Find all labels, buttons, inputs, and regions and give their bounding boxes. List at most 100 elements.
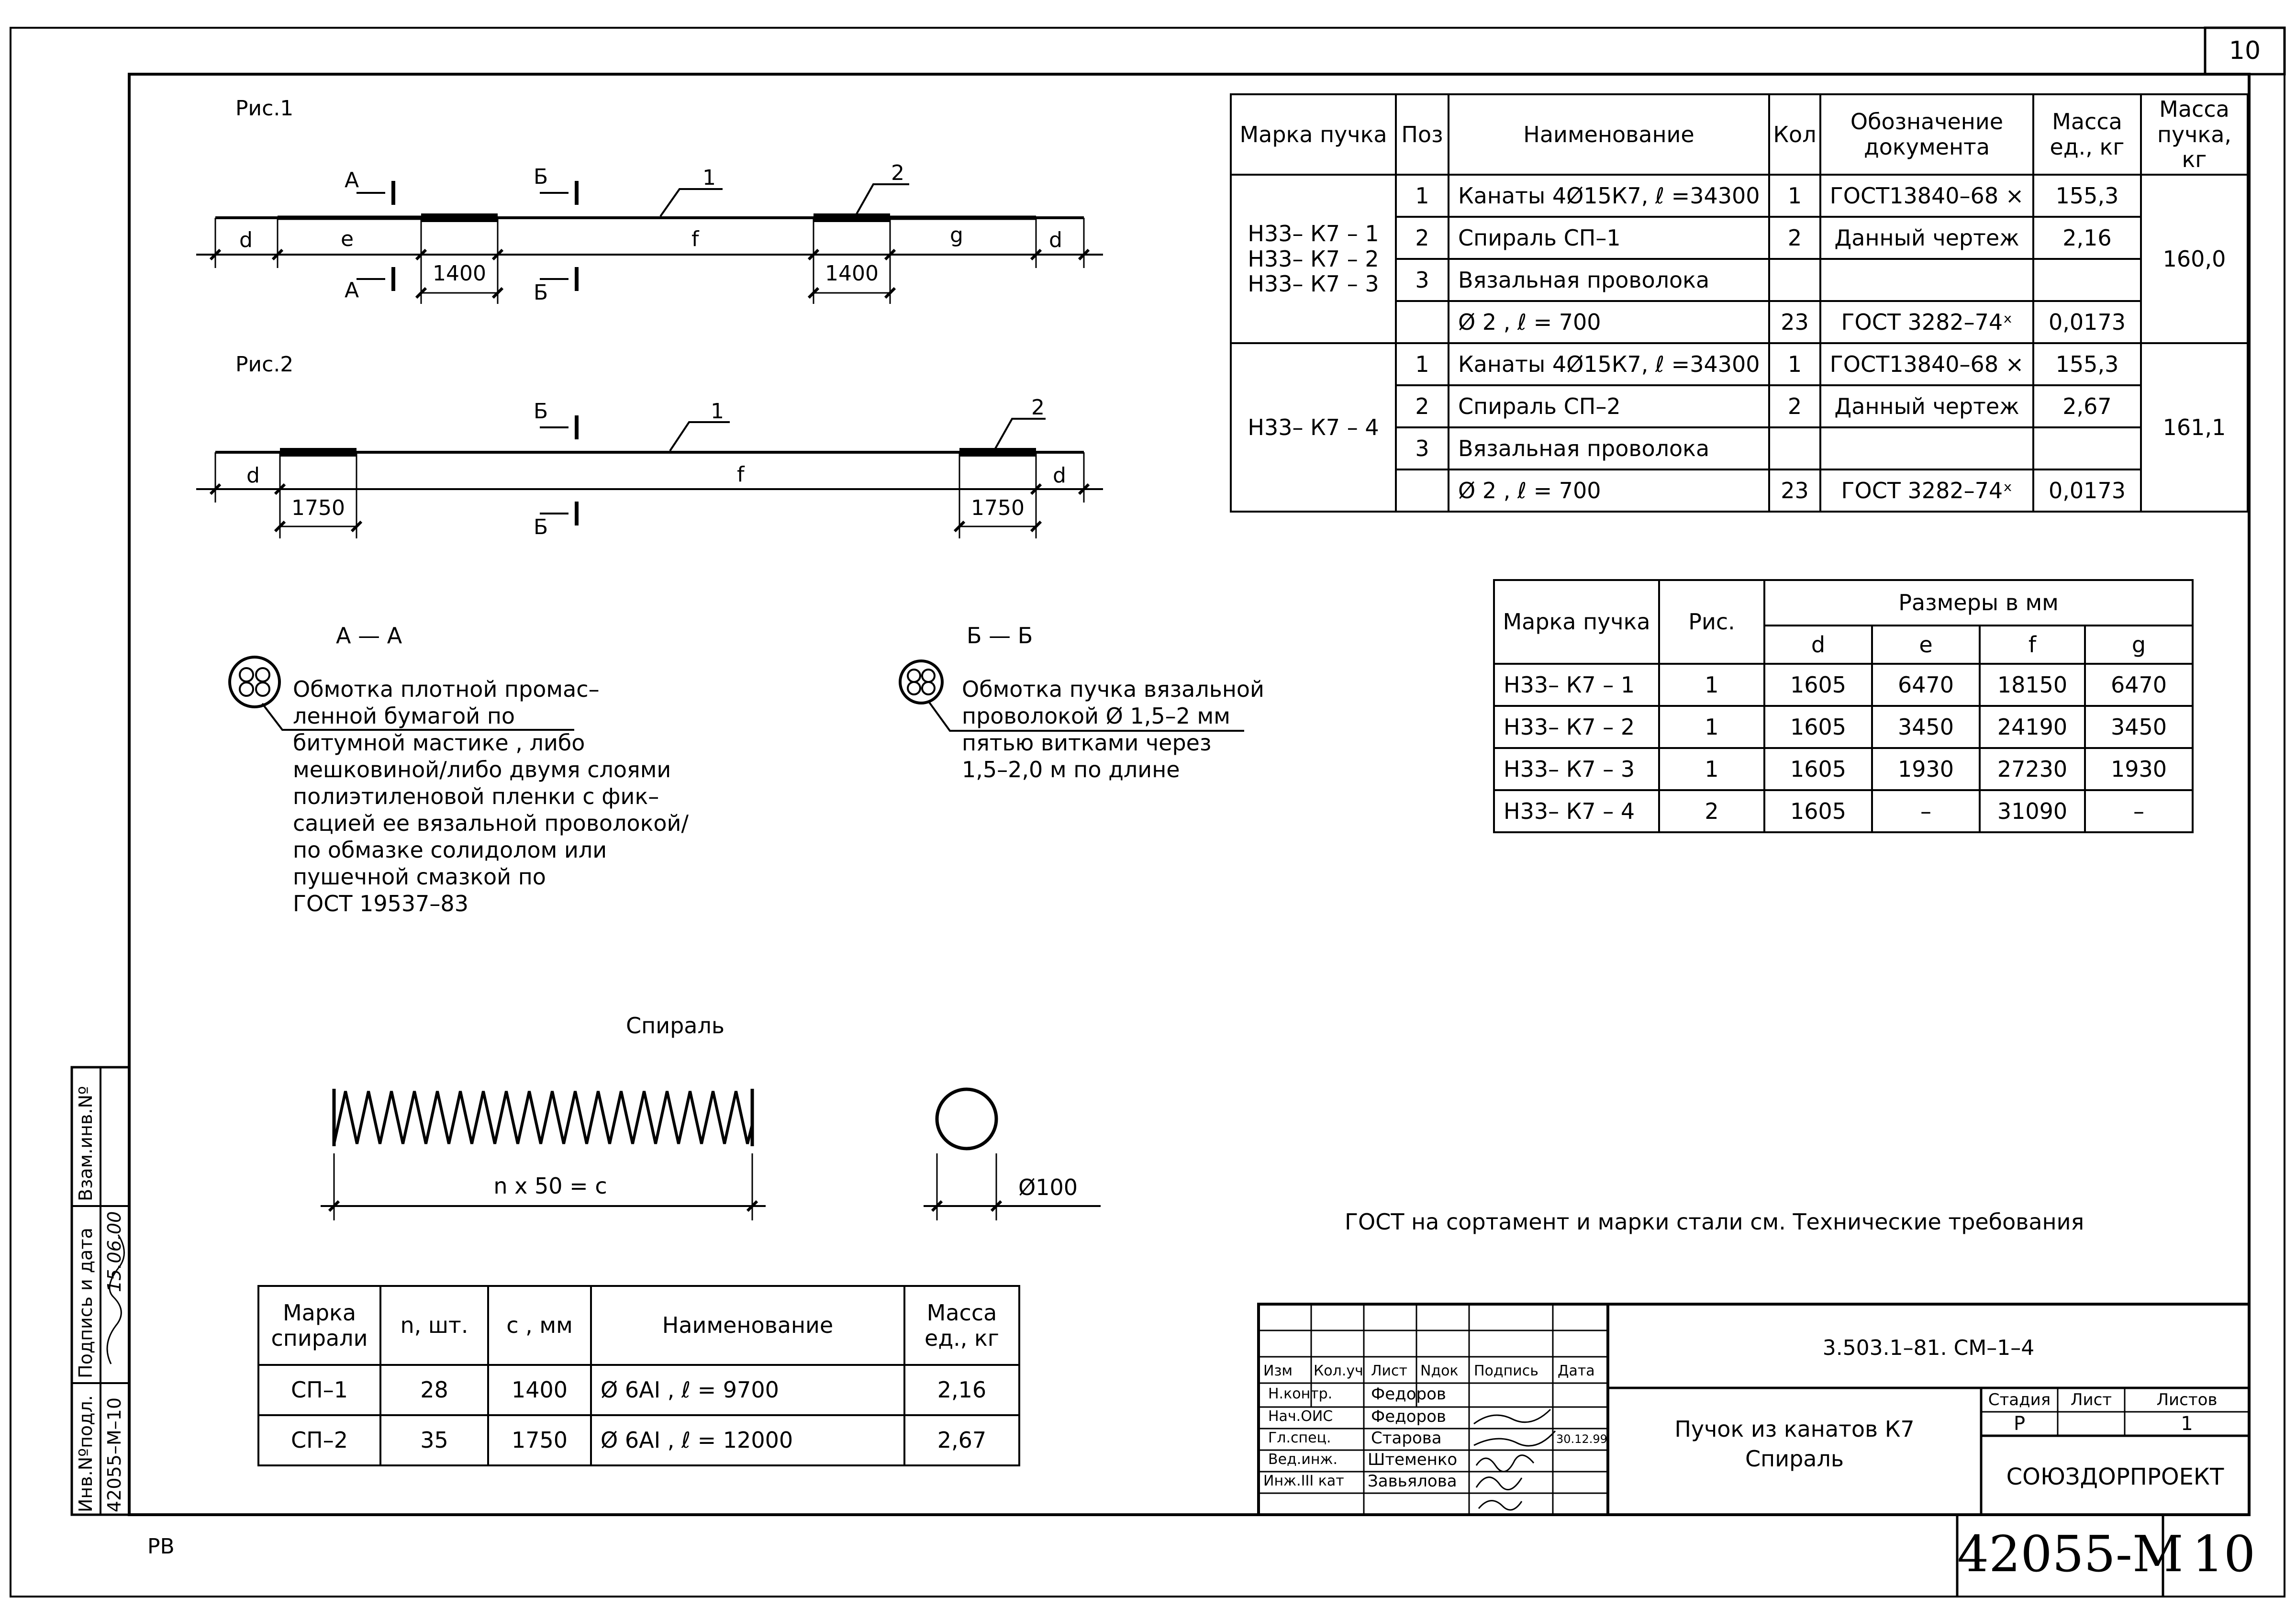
dims-cell-g: 3450 [2084, 705, 2194, 749]
cell-unit-mass [2032, 258, 2142, 302]
dims-th-group: Размеры в мм [1763, 579, 2194, 626]
dims-cell-e: 3450 [1871, 705, 1981, 749]
dims-cell-d: 1605 [1763, 705, 1873, 749]
tb-col-date: Дата [1558, 1363, 1595, 1379]
fig2-section-b-bottom: Б [534, 515, 548, 539]
fig2-dim-d-right: d [1053, 463, 1066, 488]
spiral-table: Марка спирали n, шт. c , мм Наименование… [257, 1285, 1020, 1466]
main-th-mark: Марка пучка [1230, 93, 1397, 176]
spiral-cell-mark: СП–1 [257, 1364, 381, 1416]
dims-cell-fig: 1 [1658, 663, 1765, 707]
fig1-section-a-bottom: А [345, 278, 359, 302]
fig1-callout-1: 1 [702, 166, 716, 190]
mark: Н33– К7 – 4 [1248, 414, 1379, 440]
dims-th-f: f [1979, 625, 2086, 665]
fig1-section-a-top: А [345, 168, 359, 192]
tb-person: Федоров [1371, 1385, 1446, 1404]
sheet-number-top: 10 [2229, 36, 2261, 65]
main-th-bundle-mass: Масса пучка, кг [2140, 93, 2249, 176]
sheets-value: 1 [2181, 1413, 2193, 1435]
tb-person: Федоров [1371, 1407, 1446, 1426]
fig2-callout-2: 2 [1031, 395, 1045, 420]
dims-th-e: e [1871, 625, 1981, 665]
cell-qty: 23 [1768, 469, 1821, 513]
main-th-name: Наименование [1448, 93, 1770, 176]
dims-cell-mark: Н33– К7 – 3 [1493, 747, 1660, 791]
dims-cell-d: 1605 [1763, 663, 1873, 707]
cell-qty: 2 [1768, 216, 1821, 260]
fig2-dim-f: f [737, 462, 745, 487]
cell-doc: ГОСТ13840–68 × [1819, 174, 2034, 218]
cell-name: Канаты 4Ø15К7, ℓ =34300 [1448, 174, 1770, 218]
spiral-length-label: n x 50 = c [493, 1173, 607, 1199]
dims-th-mark: Марка пучка [1493, 579, 1660, 665]
spiral-title: Спираль [626, 1013, 724, 1039]
spiral-th-mark: Марка спирали [257, 1285, 381, 1366]
spiral-diameter-label: Ø100 [1018, 1174, 1078, 1200]
cell-doc: ГОСТ 3282–74ˣ [1819, 300, 2034, 344]
main-group1-marks: Н33– К7 – 1 Н33– К7 – 2 Н33– К7 – 3 [1230, 174, 1397, 344]
spiral-th-c: c , мм [487, 1285, 592, 1366]
tb-person: Старова [1371, 1429, 1442, 1448]
section-bb-title: Б — Б [967, 623, 1033, 648]
dims-cell-d: 1605 [1763, 747, 1873, 791]
cell-pos: 1 [1395, 174, 1449, 218]
tb-role: Вед.инж. [1268, 1451, 1337, 1468]
fig1-dim-1400-right: 1400 [825, 261, 879, 286]
tb-col-list: Лист [1371, 1363, 1408, 1379]
cell-qty: 1 [1768, 342, 1821, 386]
cell-doc [1819, 258, 2034, 302]
cell-qty: 1 [1768, 174, 1821, 218]
dims-table: Марка пучка Рис. Размеры в мм d e f g Н3… [1493, 579, 2194, 833]
tb-col-koluch: Кол.уч [1314, 1363, 1363, 1379]
tb-person: Штеменко [1368, 1450, 1458, 1469]
spiral-cell-name: Ø 6АI , ℓ = 12000 [590, 1414, 905, 1466]
org-name: СОЮЗДОРПРОЕКТ [2006, 1464, 2224, 1490]
cell-unit-mass: 2,16 [2032, 216, 2142, 260]
cell-unit-mass: 2,67 [2032, 384, 2142, 428]
dims-cell-g: 6470 [2084, 663, 2194, 707]
dims-cell-f: 31090 [1979, 789, 2086, 833]
fig2-dim-1750-left: 1750 [291, 496, 345, 520]
dims-cell-mark: Н33– К7 – 2 [1493, 705, 1660, 749]
fig1-section-b-top: Б [534, 165, 548, 189]
cell-name: Спираль СП–2 [1448, 384, 1770, 428]
tb-role: Н.контр. [1268, 1385, 1333, 1402]
dims-cell-g: 1930 [2084, 747, 2194, 791]
dims-cell-fig: 2 [1658, 789, 1765, 833]
cell-unit-mass [2032, 426, 2142, 470]
cell-qty: 23 [1768, 300, 1821, 344]
sheet-label: Лист [2070, 1390, 2112, 1409]
cell-doc: ГОСТ 3282–74ˣ [1819, 469, 2034, 513]
fig1-callout-2: 2 [891, 161, 904, 185]
cell-unit-mass: 0,0173 [2032, 469, 2142, 513]
cell-doc [1819, 426, 2034, 470]
dims-th-d: d [1763, 625, 1873, 665]
side-inv-label: Инв.Nºподл. [75, 1395, 96, 1512]
cell-unit-mass: 0,0173 [2032, 300, 2142, 344]
cell-doc: Данный чертеж [1819, 216, 2034, 260]
main-table: Марка пучка Поз Наименование Кол Обознач… [1230, 93, 2249, 513]
cell-pos: 2 [1395, 216, 1449, 260]
cell-pos: 3 [1395, 426, 1449, 470]
fig2-callout-1: 1 [711, 399, 724, 424]
cell-name: Ø 2 , ℓ = 700 [1448, 300, 1770, 344]
dims-th-g: g [2084, 625, 2194, 665]
cell-name: Вязальная проволока [1448, 426, 1770, 470]
main-group2-mass: 161,1 [2140, 342, 2249, 513]
dims-th-fig: Рис. [1658, 579, 1765, 665]
cell-pos [1395, 300, 1449, 344]
mark: Н33– К7 – 3 [1248, 271, 1379, 297]
gost-note: ГОСТ на сортамент и марки стали см. Техн… [1345, 1209, 2084, 1235]
fig2-section-b-top: Б [534, 399, 548, 424]
section-bb-note: Обмотка пучка вязальной проволокой Ø 1,5… [962, 676, 1264, 782]
cell-pos [1395, 469, 1449, 513]
doc-number: 42055-М [1957, 1525, 2184, 1583]
mark: Н33– К7 – 2 [1248, 246, 1379, 272]
tb-date: 30.12.99 [1556, 1432, 1607, 1446]
side-sign-label: Подпись и дата [75, 1228, 96, 1378]
fig1-dim-1400-left: 1400 [433, 261, 486, 286]
stage-label: Стадия [1988, 1390, 2051, 1409]
dims-cell-f: 24190 [1979, 705, 2086, 749]
